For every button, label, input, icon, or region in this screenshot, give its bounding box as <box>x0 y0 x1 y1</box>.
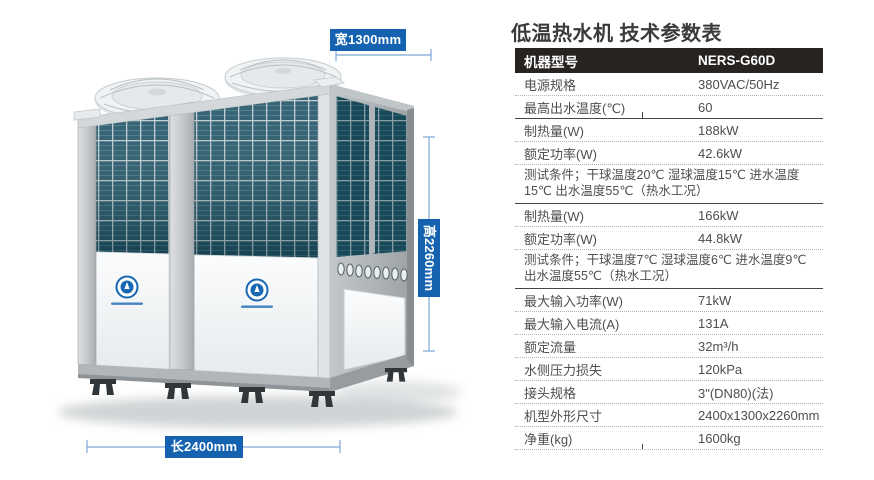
machine-side-face <box>330 84 414 392</box>
spec-table: 机器型号 NERS-G60D 电源规格 380VAC/50Hz 最高出水温度(℃… <box>515 48 823 450</box>
dim-height-label: 高2260mm <box>418 219 440 297</box>
side-vent-holes <box>337 262 408 282</box>
spec-row-value: 188kW <box>698 122 739 138</box>
dim-width-label: 宽1300mm <box>330 29 406 51</box>
dim-length-label: 长2400mm <box>165 436 243 458</box>
spec-rows: 电源规格 380VAC/50Hz 最高出水温度(℃) 60 制热量(W) 188… <box>515 73 823 450</box>
spec-row: 最大输入电流(A) 131A <box>515 312 823 335</box>
spec-note-text: 测试条件；干球温度7℃ 湿球温度6℃ 进水温度9℃ 出水温度55℃（热水工况） <box>524 253 807 283</box>
spec-header-value: NERS-G60D <box>698 53 776 68</box>
spec-row-label: 制热量(W) <box>524 123 584 139</box>
spec-header-label: 机器型号 <box>524 54 578 70</box>
spec-title: 低温热水机 技术参数表 <box>511 23 723 45</box>
spec-row-label: 额定流量 <box>524 339 577 355</box>
spec-row-label: 最大输入功率(W) <box>524 293 623 309</box>
spec-note-row: 测试条件；干球温度20℃ 湿球温度15℃ 进水温度15℃ 出水温度55℃（热水工… <box>515 165 823 204</box>
spec-row-value: 120kPa <box>698 361 743 377</box>
spec-row-label: 净重(kg) <box>524 431 573 447</box>
spec-row-label: 机型外形尺寸 <box>524 408 603 424</box>
spec-row: 额定功率(W) 44.8kW <box>515 227 823 250</box>
spec-row-value: 166kW <box>698 207 739 223</box>
spec-row-label: 最高出水温度(℃) <box>524 100 626 116</box>
spec-row: 电源规格 380VAC/50Hz <box>515 73 823 96</box>
spec-header-row: 机器型号 NERS-G60D <box>515 48 823 73</box>
brand-logo <box>241 278 273 308</box>
dim-width-line <box>335 49 432 61</box>
front-panel-right <box>193 254 319 378</box>
brand-logo <box>111 275 143 305</box>
spec-row-value: 1600kg <box>698 430 741 446</box>
spec-row-value: 131A <box>698 315 729 331</box>
spec-row: 水侧压力损失 120kPa <box>515 358 823 381</box>
spec-row-value: 60 <box>698 99 713 115</box>
spec-row-label: 制热量(W) <box>524 208 584 224</box>
spec-row: 额定流量 32m³/h <box>515 335 823 358</box>
spec-row-label: 接头规格 <box>524 385 577 401</box>
spec-row: 净重(kg) 1600kg <box>515 427 823 450</box>
spec-row-label: 额定功率(W) <box>524 146 597 162</box>
spec-row: 额定功率(W) 42.6kW <box>515 142 823 165</box>
spec-row-label: 最大输入电流(A) <box>524 316 620 332</box>
spec-row-value: 380VAC/50Hz <box>698 76 780 92</box>
spec-row-value: 71kW <box>698 292 732 308</box>
spec-row-value: 32m³/h <box>698 338 739 354</box>
spec-note-text: 测试条件；干球温度20℃ 湿球温度15℃ 进水温度15℃ 出水温度55℃（热水工… <box>524 168 800 198</box>
spec-note-row: 测试条件；干球温度7℃ 湿球温度6℃ 进水温度9℃ 出水温度55℃（热水工况） <box>515 250 823 289</box>
spec-row: 最大输入功率(W) 71kW <box>515 289 823 312</box>
front-panel-left <box>95 251 170 370</box>
spec-row-label: 额定功率(W) <box>524 231 597 247</box>
machine-front-face <box>73 76 345 393</box>
spec-row-label: 水侧压力损失 <box>524 362 603 378</box>
spec-row-label: 电源规格 <box>524 77 577 93</box>
spec-row: 最高出水温度(℃) 60 <box>515 96 823 119</box>
heat-pump-illustration <box>58 49 462 453</box>
spec-row: 制热量(W) 188kW <box>515 119 823 142</box>
spec-row-value: 44.8kW <box>698 230 743 246</box>
spec-row: 制热量(W) 166kW <box>515 204 823 227</box>
spec-row-value: 42.6kW <box>698 145 743 161</box>
spec-row-value: 3"(DN80)(法) <box>698 385 774 401</box>
spec-row-value: 2400x1300x2260mm <box>698 407 820 423</box>
spec-row: 机型外形尺寸 2400x1300x2260mm <box>515 404 823 427</box>
spec-row: 接头规格 3"(DN80)(法) <box>515 381 823 404</box>
machine-shadow <box>58 381 462 428</box>
